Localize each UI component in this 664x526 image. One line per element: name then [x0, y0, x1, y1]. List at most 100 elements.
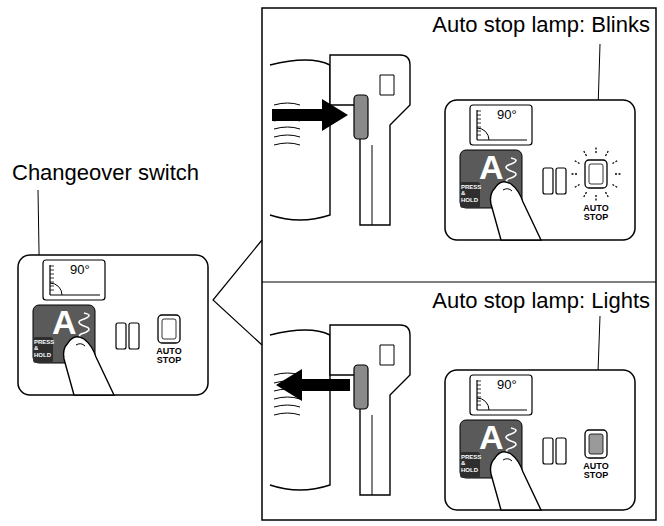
drawing-stroke [477, 401, 481, 402]
blink-ray [573, 160, 579, 164]
drawing-stroke [50, 282, 54, 283]
lamp-caption: AUTO STOP [576, 462, 616, 481]
drawing-stroke [274, 405, 300, 407]
button-caption: PRESS & HOLD [461, 184, 479, 203]
angle-icon [43, 260, 105, 300]
divider-line [262, 281, 656, 282]
button-caption: PRESS & HOLD [34, 339, 52, 358]
panel-outline [18, 255, 208, 395]
drawing-stroke [477, 381, 481, 382]
drawing-stroke [589, 164, 603, 184]
blink-ray [612, 185, 618, 189]
drawing-stroke [129, 323, 139, 349]
blink-ray [606, 192, 610, 198]
mode-icon [116, 323, 126, 349]
drawing-stroke [477, 398, 489, 410]
drawing-stroke [274, 127, 300, 129]
drawing-stroke [50, 283, 62, 295]
lamp-label: Auto stop lamp: Blinks [432, 12, 650, 38]
finger [491, 452, 542, 510]
blink-ray [573, 185, 579, 189]
tool-body [270, 55, 410, 225]
drawing-stroke [477, 128, 489, 140]
drawing-stroke [477, 111, 481, 112]
drawing-stroke [50, 286, 54, 287]
drawing-stroke [477, 135, 481, 136]
drawing-stroke [476, 380, 477, 410]
button-letter: A [479, 418, 504, 457]
drawing-stroke [380, 75, 394, 95]
drawing-stroke [50, 266, 54, 267]
push-arrow [272, 99, 348, 131]
mode-icon [543, 438, 553, 464]
grip [330, 325, 410, 495]
drawing-stroke [274, 135, 300, 137]
drawing-stroke [50, 278, 54, 279]
angle-text: 90° [497, 107, 517, 122]
press-hold-strip [460, 182, 480, 208]
screw-icon [506, 158, 516, 184]
drawing-stroke [476, 110, 477, 140]
drawing-stroke [556, 168, 566, 194]
drawing-stroke [477, 131, 481, 132]
blink-ray [612, 160, 618, 164]
drawing-stroke [477, 389, 481, 390]
drawing-stroke [477, 409, 527, 410]
button-caption: PRESS & HOLD [461, 454, 479, 473]
drawing-stroke [162, 319, 176, 339]
blink-ray [583, 150, 587, 156]
drawing-stroke [49, 265, 50, 295]
angle-text: 90° [497, 377, 517, 392]
blink-ray [606, 150, 610, 156]
drawing-stroke [477, 393, 481, 394]
drawing-stroke [477, 385, 481, 386]
drawing-stroke [274, 103, 300, 105]
lamp-label: Auto stop lamp: Lights [432, 288, 650, 314]
control-panel [18, 255, 208, 395]
callout-frame [262, 8, 656, 520]
drawing-stroke [477, 397, 481, 398]
drawing-stroke [372, 145, 373, 225]
grip [330, 55, 410, 225]
drawing-stroke [50, 294, 100, 295]
drawing-stroke [503, 459, 512, 461]
button-letter: A [479, 148, 504, 187]
blink-ray [615, 173, 622, 174]
drawing-stroke [477, 123, 481, 124]
callout-wedge [213, 240, 262, 345]
trigger [354, 365, 368, 409]
drawing-stroke [50, 270, 54, 271]
screw-icon [79, 313, 89, 339]
motor-housing [270, 330, 330, 490]
drawing-stroke [274, 143, 300, 145]
drawing-stroke [589, 434, 603, 454]
press-hold-strip [33, 337, 53, 363]
release-arrow [276, 369, 350, 401]
blink-ray [570, 173, 577, 174]
angle-icon [470, 375, 532, 415]
blink-ray [583, 192, 587, 198]
motor-housing [270, 60, 330, 220]
drawing-stroke [477, 119, 481, 120]
drawing-stroke [556, 438, 566, 464]
lamp-caption: AUTO STOP [149, 347, 189, 366]
drawing-stroke [380, 345, 394, 365]
drawing-stroke [477, 127, 481, 128]
drawing-stroke [477, 115, 481, 116]
control-panel [445, 100, 635, 240]
drawing-stroke [477, 405, 481, 406]
button-letter: A [52, 303, 77, 342]
control-panel [445, 370, 635, 510]
finger [64, 337, 115, 395]
drawing-stroke [76, 344, 85, 346]
auto-stop-lamp [585, 430, 607, 458]
press-hold-strip [460, 452, 480, 478]
screw-icon [506, 428, 516, 454]
blink-ray [595, 146, 596, 153]
auto-stop-lamp [158, 315, 180, 343]
part-label: Changeover switch [12, 160, 199, 186]
drawing-stroke [372, 415, 373, 495]
panel-outline [445, 100, 635, 240]
drawing-stroke [274, 413, 300, 415]
